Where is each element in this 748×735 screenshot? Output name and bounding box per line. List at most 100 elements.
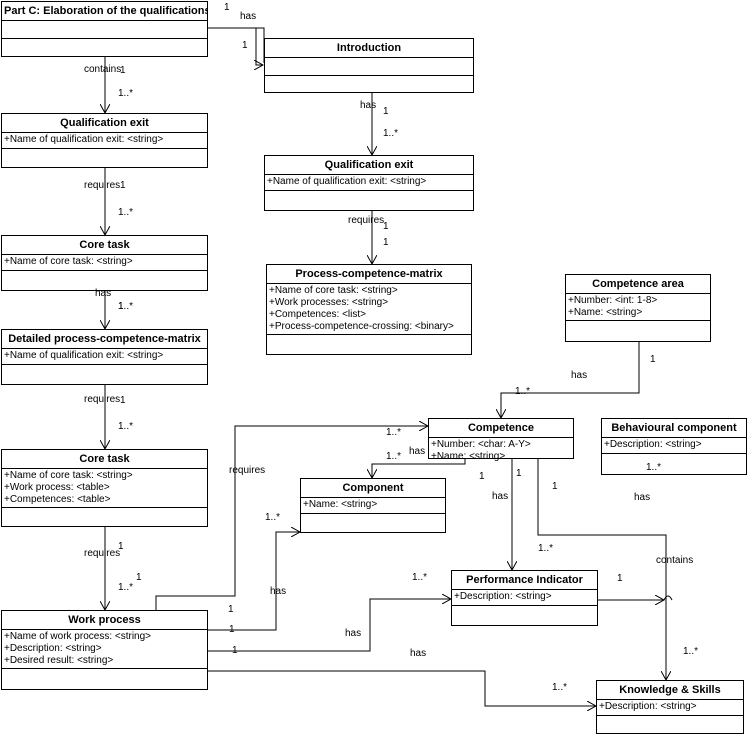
mult-label: 1 — [552, 481, 558, 492]
assoc-label: requires — [348, 215, 385, 226]
mult-label: 1 — [232, 645, 238, 656]
class-knowledge-skills-attrs: +Description: <string> — [597, 700, 743, 716]
class-performance-indicator-attrs: +Description: <string> — [452, 590, 597, 606]
class-core-task-1[interactable]: Core task +Name of core task: <string> — [1, 235, 208, 291]
edge-competence-component — [372, 458, 466, 478]
class-process-competence-matrix[interactable]: Process-competence-matrix +Name of core … — [266, 264, 472, 355]
mult-label: 1 — [136, 572, 142, 583]
mult-label: 1 — [242, 40, 248, 51]
mult-label: 1 — [120, 65, 126, 76]
edge-work-perf — [207, 599, 451, 652]
mult-label: 1..* — [118, 582, 134, 593]
class-knowledge-skills[interactable]: Knowledge & Skills +Description: <string… — [596, 680, 744, 734]
mult-label: 1 — [228, 604, 234, 615]
assoc-label: has — [492, 491, 509, 502]
edge-work-competence — [155, 426, 428, 610]
assoc-label: has — [345, 628, 362, 639]
attr: +Description: <string> — [599, 701, 697, 712]
class-competence-attrs: +Number: <char: A-Y> +Name: <string> — [429, 438, 573, 464]
class-component-attrs: +Name: <string> — [301, 498, 445, 514]
attr: +Work process: <table> — [4, 482, 110, 493]
attr: +Name of qualification exit: <string> — [4, 134, 164, 145]
class-work-process[interactable]: Work process +Name of work process: <str… — [1, 610, 208, 690]
attr: +Name of qualification exit: <string> — [4, 350, 164, 361]
attr: +Description: <string> — [454, 591, 552, 602]
assoc-label: has — [240, 11, 257, 22]
class-introduction-name: Introduction — [265, 39, 473, 58]
assoc-label: has — [95, 288, 112, 299]
class-competence-area[interactable]: Competence area +Number: <int: 1-8> +Nam… — [565, 274, 711, 342]
class-qualification-exit-right-name: Qualification exit — [265, 156, 473, 175]
attr: +Competences: <table> — [4, 494, 111, 505]
class-core-task-2-name: Core task — [2, 450, 207, 469]
class-work-process-name: Work process — [2, 611, 207, 630]
class-introduction[interactable]: Introduction — [264, 38, 474, 93]
assoc-label: has — [270, 586, 287, 597]
mult-label: 1..* — [683, 646, 699, 657]
class-performance-indicator[interactable]: Performance Indicator +Description: <str… — [451, 570, 598, 626]
mult-label: 1..* — [118, 207, 134, 218]
attr: +Description: <string> — [4, 643, 102, 654]
mult-label: 1 — [516, 468, 522, 479]
mult-label: 1..* — [265, 512, 281, 523]
attr: +Competences: <list> — [269, 309, 366, 320]
edge-work-component — [207, 532, 300, 631]
attr: +Process-competence-crossing: <binary> — [269, 321, 454, 332]
class-pcm-attrs: +Name of core task: <string> +Work proce… — [267, 284, 471, 335]
attr: +Name: <string> — [303, 499, 378, 510]
mult-label: 1 — [118, 541, 124, 552]
assoc-label: has — [409, 446, 426, 457]
assoc-label: requires — [84, 548, 121, 559]
class-core-task-2-attrs: +Name of core task: <string> +Work proce… — [2, 469, 207, 508]
mult-label: 1..* — [386, 451, 402, 462]
class-qualification-exit-left[interactable]: Qualification exit +Name of qualificatio… — [1, 113, 208, 168]
attr: +Name: <string> — [568, 307, 643, 318]
attr: +Name of work process: <string> — [4, 631, 152, 642]
mult-label: 1..* — [646, 462, 662, 473]
attr: +Name of qualification exit: <string> — [267, 176, 427, 187]
class-detailed-pcm[interactable]: Detailed process-competence-matrix +Name… — [1, 329, 208, 385]
attr: +Name of core task: <string> — [4, 256, 133, 267]
class-core-task-2[interactable]: Core task +Name of core task: <string> +… — [1, 449, 208, 527]
attr: +Name: <string> — [431, 451, 506, 462]
class-component-name: Component — [301, 479, 445, 498]
mult-label: 1 — [383, 106, 389, 117]
class-qualification-exit-left-name: Qualification exit — [2, 114, 207, 133]
mult-label: 1..* — [538, 543, 554, 554]
class-core-task-1-attrs: +Name of core task: <string> — [2, 255, 207, 271]
class-component[interactable]: Component +Name: <string> — [300, 478, 446, 533]
edge-partc-intro — [207, 27, 265, 63]
edge-comparea-competence — [501, 341, 640, 418]
class-qualification-exit-right[interactable]: Qualification exit +Name of qualificatio… — [264, 155, 474, 211]
class-competence-area-name: Competence area — [566, 275, 710, 294]
assoc-label: has — [360, 100, 377, 111]
attr: +Name of core task: <string> — [4, 470, 133, 481]
assoc-label: contains — [656, 555, 694, 566]
mult-label: 1 — [479, 471, 485, 482]
class-detailed-pcm-attrs: +Name of qualification exit: <string> — [2, 349, 207, 365]
attr: +Number: <char: A-Y> — [431, 439, 531, 450]
class-performance-indicator-name: Performance Indicator — [452, 571, 597, 590]
class-part-c-name: Part C: Elaboration of the qualification… — [2, 2, 207, 21]
mult-label: 1 — [120, 395, 126, 406]
class-competence[interactable]: Competence +Number: <char: A-Y> +Name: <… — [428, 418, 574, 462]
mult-label: 1..* — [412, 572, 428, 583]
class-introduction-attrs — [265, 58, 473, 76]
attr: +Name of core task: <string> — [269, 285, 398, 296]
mult-label: 1..* — [118, 88, 134, 99]
assoc-label: has — [410, 648, 427, 659]
attr: +Number: <int: 1-8> — [568, 295, 658, 306]
assoc-label: has — [634, 492, 651, 503]
mult-label: 1..* — [118, 301, 134, 312]
attr: +Desired result: <string> — [4, 655, 114, 666]
class-part-c[interactable]: Part C: Elaboration of the qualification… — [1, 1, 208, 57]
mult-label: 1 — [120, 180, 126, 191]
class-behavioural-component[interactable]: Behavioural component +Description: <str… — [601, 418, 747, 475]
attr: +Work processes: <string> — [269, 297, 389, 308]
mult-label: 1 — [229, 624, 235, 635]
assoc-label: has — [571, 370, 588, 381]
mult-label: 1..* — [118, 421, 134, 432]
mult-label: 1 — [383, 221, 389, 232]
class-detailed-pcm-name: Detailed process-competence-matrix — [2, 330, 207, 349]
assoc-label: requires — [84, 394, 121, 405]
